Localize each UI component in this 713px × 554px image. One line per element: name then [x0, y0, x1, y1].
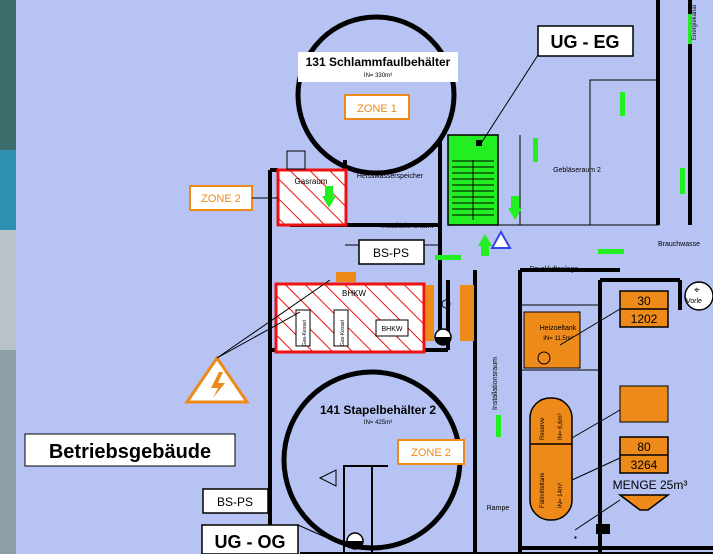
- zone1-label: ZONE 1: [357, 103, 397, 115]
- zone1-badge: [344, 94, 410, 120]
- menge-label: MENGE 25m³: [613, 478, 688, 492]
- ug-eg-leader: [479, 54, 539, 146]
- tank-bottom-name: 141 Stapelbehälter 2: [320, 403, 436, 417]
- lightning-bolt-icon: [211, 372, 225, 398]
- photo-strip-ground: [0, 230, 16, 350]
- title-box: [24, 433, 236, 467]
- heizoeltank: [523, 311, 581, 369]
- druckluft-label: Druckluftanlage: [530, 266, 579, 273]
- bhkw-label: BHKW: [342, 289, 366, 298]
- gas-kessel-2-label: Gas-Kessel: [340, 320, 346, 346]
- warning-triangle-outline-icon: [490, 229, 512, 249]
- installationsraum-vertical-label: Installationsraum: [492, 357, 499, 410]
- zone2-bottom-badge: [397, 439, 465, 465]
- energie-label: Energiekanal: [692, 5, 698, 40]
- heizoel-volume: IN= 11,5m³: [543, 336, 572, 342]
- value-box-1-bottom: 1202: [631, 312, 658, 326]
- orange-square-leader: [571, 409, 621, 439]
- page-title: Betriebsgebäude: [49, 441, 211, 463]
- faellmittel-volume: IN= 14m³: [558, 483, 564, 508]
- warning-leader-2: [216, 279, 331, 359]
- bottom-tank-marker: [318, 469, 337, 487]
- photo-strip-water: [0, 150, 16, 230]
- tank-top-volume: IN= 330m³: [364, 73, 392, 79]
- heizoel-valve: [537, 351, 551, 365]
- orange-strip-1: [426, 285, 434, 341]
- ug-eg-label: UG - EG: [550, 32, 619, 52]
- zone2-left-badge: [189, 185, 253, 211]
- installationsraum-label: Installationsraum: [381, 223, 434, 230]
- ug-og-button[interactable]: [201, 524, 299, 554]
- bsps-bottom-button[interactable]: [202, 488, 269, 514]
- pump-icon-fill: [435, 337, 451, 345]
- orange-block-small: [336, 272, 356, 282]
- orange-square: [619, 385, 669, 423]
- value-box-1-leader: [559, 308, 621, 346]
- bottom-pump-icon-fill: [347, 541, 363, 549]
- photo-strip-top: [0, 0, 16, 150]
- floor-marker: [596, 524, 610, 534]
- value-box-1-top: 30: [637, 294, 651, 308]
- bhkw2-label: BHKW: [382, 326, 403, 333]
- zone2-bottom-label: ZONE 2: [411, 447, 451, 459]
- tank-top: [295, 14, 457, 176]
- heizoel-label: Heizoeltank: [540, 325, 577, 332]
- tank-top-name: 131 Schlammfaulbehälter: [306, 55, 451, 69]
- gasraum-label: Gasraum: [295, 177, 328, 186]
- heisswasser-label: Heisswasserspeicher: [357, 173, 424, 180]
- value-box-2-bottom: 3264: [631, 458, 658, 472]
- gasraum-box: [286, 150, 306, 170]
- arrow-down-gasraum: [322, 196, 336, 208]
- faellmittel-tank: [529, 397, 573, 521]
- zone2-left-label: ZONE 2: [201, 193, 241, 205]
- menge-hopper: [617, 494, 671, 511]
- vorlage-label: Vorle: [686, 298, 702, 305]
- dot-marker: ▪: [574, 533, 577, 542]
- ug-og-label: UG - OG: [215, 532, 286, 552]
- value-box-2-leader: [571, 457, 621, 481]
- ug-og-leader: [297, 524, 351, 549]
- photo-strip-bottom: [0, 350, 16, 554]
- vorlage-tank: [684, 281, 713, 311]
- tank-top-label-bg: [298, 52, 458, 82]
- stairwell-marker: [476, 140, 482, 146]
- valve-icon: [441, 299, 451, 309]
- arrow-down-gasraum-stem: [325, 186, 333, 196]
- bhkw2-box: [375, 319, 409, 337]
- tank-bottom-volume: IN= 425m³: [364, 420, 392, 426]
- faellmittel-label: Fällmitteltank: [540, 472, 546, 508]
- menge-leader: [574, 499, 621, 531]
- reserve-volume: IN= 6,6m³: [558, 413, 564, 440]
- rampe-label: Rampe: [487, 505, 510, 512]
- vorlage-symbol: ⌖: [694, 285, 700, 296]
- orange-strip-2: [460, 285, 474, 341]
- bsps-mid-button[interactable]: [358, 239, 425, 265]
- bsps-bottom-label: BS-PS: [217, 495, 253, 509]
- warning-leader-1: [216, 311, 301, 359]
- geblaeseraum-label: Gebläseraum 2: [553, 167, 601, 174]
- building-walls: [268, 0, 713, 554]
- gas-kessel-1: [295, 309, 311, 347]
- ug-eg-button[interactable]: [537, 25, 634, 57]
- value-box-2-top: 80: [637, 440, 651, 454]
- reserve-label: Reserve: [540, 417, 546, 440]
- bsps-mid-label: BS-PS: [373, 246, 409, 260]
- gas-kessel-2: [333, 309, 349, 347]
- brauchwasser-label: Brauchwasse: [658, 241, 700, 248]
- gas-kessel-1-label: Gas-Kessel: [302, 320, 308, 346]
